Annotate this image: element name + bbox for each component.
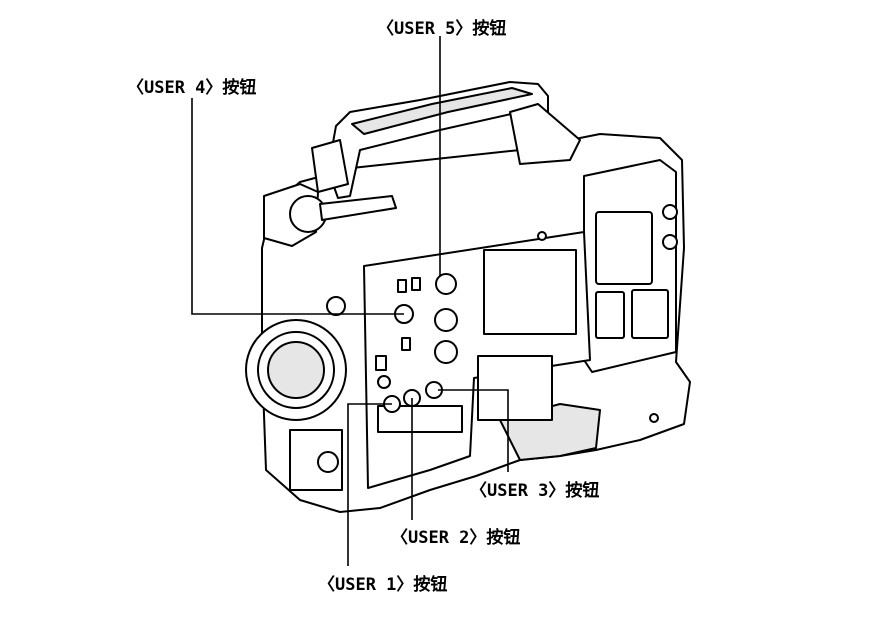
side-display-lower-2 [631,289,669,339]
leader-user1 [347,403,392,566]
user5-button[interactable] [435,273,457,295]
label-user5: 〈USER 5〉按钮 [377,19,507,39]
leader-user4 [191,98,404,315]
front-button-a [434,308,458,332]
handle-grip-top [351,87,533,135]
side-knob-top [662,204,678,220]
label-user1: 〈USER 1〉按钮 [318,575,448,595]
side-display [595,211,653,285]
lower-dial [317,451,339,473]
front-window-small [477,355,553,421]
viewfinder-arm [319,195,397,221]
rear-screw [649,413,659,423]
label-user2: 〈USER 2〉按钮 [391,528,521,548]
front-button-b [434,340,458,364]
lens-mount-inner [267,341,325,399]
handle-front-post [311,139,349,193]
switch-1 [397,279,407,293]
handle-rear-post [509,103,581,165]
switch-4 [375,355,387,371]
switch-3 [401,337,411,351]
label-user4: 〈USER 4〉按钮 [127,78,257,98]
switch-2 [411,277,421,291]
label-user3: 〈USER 3〉按钮 [470,481,600,501]
front-screw [537,231,547,241]
front-button-c [377,375,391,389]
side-knob-bottom [662,234,678,250]
front-window-main [483,249,577,335]
front-button-d [326,296,346,316]
side-display-lower [595,291,625,339]
leader-user3 [438,389,509,472]
